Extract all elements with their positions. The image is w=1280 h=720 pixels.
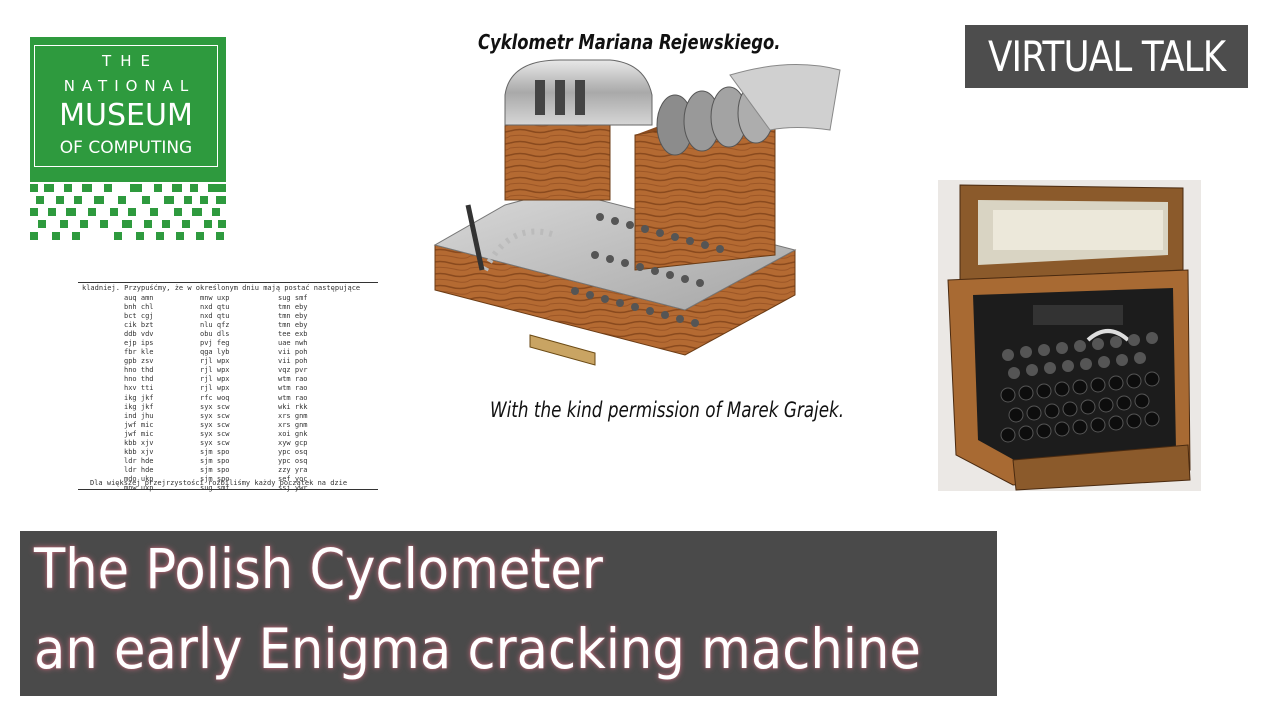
document-line: rjl wpx: [200, 384, 230, 393]
document-line: kbb xjv: [124, 438, 154, 447]
logo-text-museum: MUSEUM: [59, 98, 193, 133]
enigma-machine-photo: [938, 180, 1201, 491]
document-line: sug smf: [200, 483, 230, 492]
document-line: rjl wpx: [200, 375, 230, 384]
document-line: gpb zsv: [124, 357, 154, 366]
museum-logo: THE NATIONAL MUSEUM OF COMPUTING: [30, 37, 226, 247]
document-line: vqz pvr: [278, 366, 308, 375]
document-footer-text: Dla większej przejrzystości rozbiliśmy k…: [90, 479, 348, 487]
document-bottom-rule: [78, 489, 378, 490]
document-line: ddb vdv: [124, 330, 154, 339]
logo-text-the: THE: [102, 52, 159, 70]
title-line-2: an early Enigma cracking machine: [34, 617, 921, 681]
document-line: tmn eby: [278, 303, 308, 312]
document-line: bct cgj: [124, 312, 154, 321]
document-line: tmn eby: [278, 312, 308, 321]
virtual-talk-badge: VIRTUAL TALK: [965, 25, 1248, 88]
cyclometer-caption: Cyklometr Mariana Rejewskiego.: [478, 30, 781, 54]
document-line: obu dls: [200, 330, 230, 339]
document-line: ikg jkf: [124, 402, 154, 411]
document-line: sjm spo: [200, 456, 230, 465]
document-line: mnw uxp: [124, 483, 154, 492]
document-line: mnw uxp: [200, 294, 230, 302]
document-line: qga lyb: [200, 348, 230, 357]
document-line: xoi gnk: [278, 429, 308, 438]
document-line: xrs gnm: [278, 420, 308, 429]
document-line: zzy yra: [278, 465, 308, 474]
document-line: nxd qtu: [200, 312, 230, 321]
document-line: jwf mic: [124, 420, 154, 429]
document-line: syx scw: [200, 420, 230, 429]
logo-frame: THE NATIONAL MUSEUM OF COMPUTING: [34, 45, 218, 167]
document-line: bnh chl: [124, 303, 154, 312]
document-line: ejp ips: [124, 339, 154, 348]
document-line: hxv tti: [124, 384, 154, 393]
document-line: pvj feg: [200, 339, 230, 348]
document-line: vii poh: [278, 357, 308, 366]
document-line: jwf mic: [124, 429, 154, 438]
document-line: wtm rao: [278, 384, 308, 393]
document-scan: kladniej. Przypuśćmy, że w określonym dn…: [78, 280, 378, 492]
document-line: ssj ywr: [278, 483, 308, 492]
document-line: vii poh: [278, 348, 308, 357]
cyclometer-credit: With the kind permission of Marek Grajek…: [490, 398, 845, 422]
document-line: xyw gcp: [278, 438, 308, 447]
document-line: ypc osq: [278, 447, 308, 456]
document-line: ind jhu: [124, 411, 154, 420]
document-line: nlu qfz: [200, 321, 230, 330]
document-line: wki rkk: [278, 402, 308, 411]
document-line: rjl wpx: [200, 357, 230, 366]
logo-text-of-computing: OF COMPUTING: [59, 138, 193, 158]
document-line: syx scw: [200, 402, 230, 411]
document-line: nxd qtu: [200, 303, 230, 312]
document-header-text: kladniej. Przypuśćmy, że w określonym dn…: [82, 284, 361, 292]
document-line: syx scw: [200, 429, 230, 438]
title-banner: The Polish Cyclometer an early Enigma cr…: [20, 531, 997, 696]
document-line: cik bzt: [124, 321, 154, 330]
cyclometer-illustration: [433, 59, 841, 366]
document-line: tee exb: [278, 330, 308, 339]
logo-box: THE NATIONAL MUSEUM OF COMPUTING: [30, 37, 226, 174]
document-line: ldr hde: [124, 465, 154, 474]
document-line: syx scw: [200, 438, 230, 447]
document-line: sjm spo: [200, 447, 230, 456]
document-line: fbr kle: [124, 348, 154, 357]
document-line: tmn eby: [278, 321, 308, 330]
document-line: ypc osq: [278, 456, 308, 465]
document-line: mdo ukp: [124, 474, 154, 483]
document-line: sug smf: [278, 294, 308, 302]
document-line: kbb xjv: [124, 447, 154, 456]
document-line: rfc woq: [200, 393, 230, 402]
document-line: uae nwh: [278, 339, 308, 348]
title-line-1: The Polish Cyclometer: [34, 537, 603, 601]
document-line: hno thd: [124, 375, 154, 384]
document-line: rjl wpx: [200, 366, 230, 375]
document-line: xrs gnm: [278, 411, 308, 420]
logo-text-national: NATIONAL: [63, 77, 196, 95]
document-line: ldr hde: [124, 456, 154, 465]
document-line: hno thd: [124, 366, 154, 375]
virtual-talk-label: VIRTUAL TALK: [987, 32, 1226, 81]
document-line: syx scw: [200, 411, 230, 420]
document-line: auq amn: [124, 294, 154, 302]
document-line: ikg jkf: [124, 393, 154, 402]
logo-pixel-pattern: [30, 174, 226, 240]
document-line: wtm rao: [278, 375, 308, 384]
document-line: wtm rao: [278, 393, 308, 402]
document-top-rule: [78, 282, 378, 283]
document-line: sef yoc: [278, 474, 308, 483]
document-line: sjm spo: [200, 474, 230, 483]
document-line: sjm spo: [200, 465, 230, 474]
